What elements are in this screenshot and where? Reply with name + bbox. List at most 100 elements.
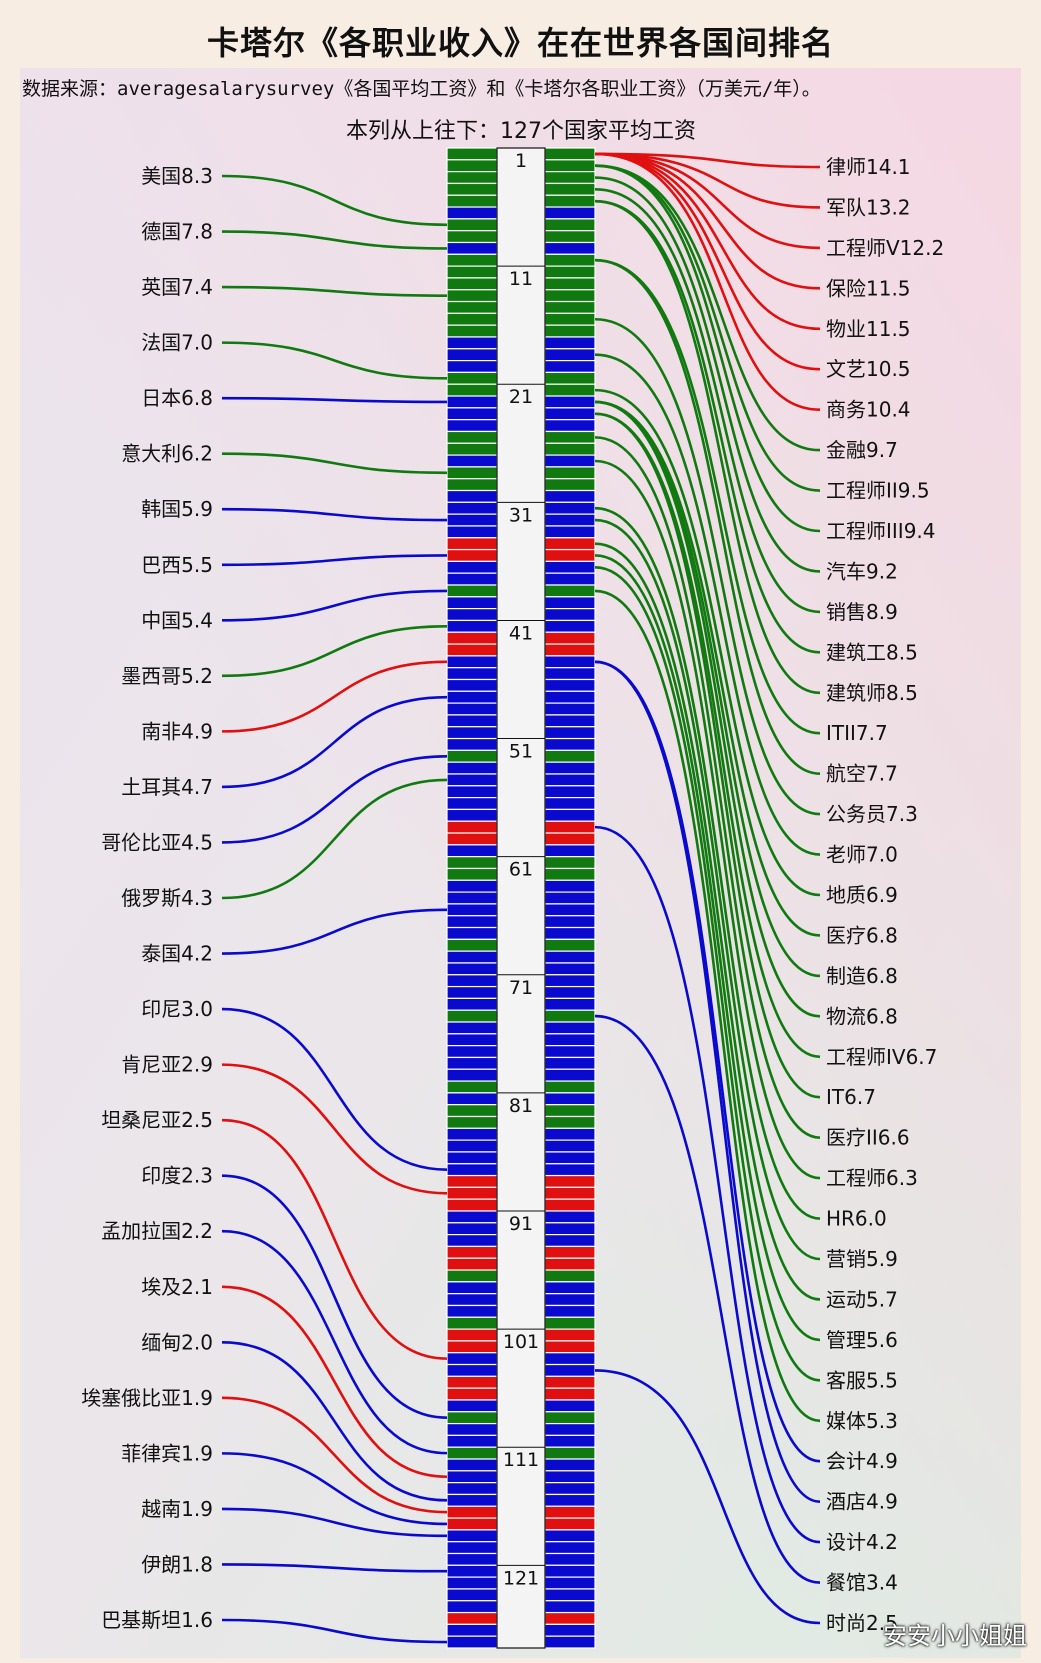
country-label: 埃及2.1	[141, 1275, 213, 1299]
stripe-left-6	[446, 206, 498, 220]
occupation-label: 军队13.2	[826, 195, 911, 219]
stripe-right-47	[544, 690, 596, 704]
occupation-label: 媒体5.3	[826, 1409, 898, 1433]
stripe-right-70	[544, 962, 596, 976]
stripe-right-38	[544, 584, 596, 598]
stripe-left-33	[446, 525, 498, 539]
occupation-curve	[594, 176, 821, 573]
occupation-curve	[594, 152, 821, 169]
stripe-left-14	[446, 300, 498, 314]
rank-tick-label: 101	[503, 1331, 539, 1353]
stripe-right-34	[544, 537, 596, 551]
country-curve	[221, 285, 448, 297]
occupation-label: 工程师IV6.7	[826, 1045, 937, 1069]
stripe-right-39	[544, 596, 596, 610]
stripe-left-78	[446, 1056, 498, 1070]
stripe-right-119	[544, 1541, 596, 1555]
rank-stripes-right	[544, 147, 596, 1649]
stripe-right-57	[544, 808, 596, 822]
rank-column	[496, 147, 546, 1649]
stripe-right-127	[544, 1635, 596, 1649]
country-label: 巴西5.5	[141, 553, 213, 577]
stripe-right-63	[544, 879, 596, 893]
stripe-left-80	[446, 1080, 498, 1094]
stripe-right-33	[544, 525, 596, 539]
stripe-left-98	[446, 1293, 498, 1307]
stripe-left-5	[446, 194, 498, 208]
stripe-left-30	[446, 489, 498, 503]
stripe-left-101	[446, 1328, 498, 1342]
country-label: 意大利6.2	[121, 442, 213, 466]
stripe-left-81	[446, 1092, 498, 1106]
occupation-curve	[594, 1014, 821, 1584]
stripe-left-20	[446, 371, 498, 385]
stripe-left-87	[446, 1163, 498, 1177]
country-curve	[221, 1507, 448, 1538]
stripe-right-103	[544, 1352, 596, 1366]
stripe-left-115	[446, 1493, 498, 1507]
stripe-left-66	[446, 915, 498, 929]
stripe-left-97	[446, 1281, 498, 1295]
stripe-left-106	[446, 1387, 498, 1401]
occupation-curve	[594, 152, 821, 290]
stripe-left-54	[446, 773, 498, 787]
country-label: 印尼3.0	[141, 997, 213, 1021]
stripe-right-17	[544, 336, 596, 350]
occupation-label: 律师14.1	[826, 155, 911, 179]
stripe-right-16	[544, 324, 596, 338]
stripe-left-92	[446, 1222, 498, 1236]
stripe-right-27	[544, 454, 596, 468]
stripe-left-89	[446, 1186, 498, 1200]
stripe-left-49	[446, 714, 498, 728]
occupation-curve	[594, 825, 821, 1544]
stripe-left-18	[446, 348, 498, 362]
occupation-label: 销售8.9	[826, 600, 898, 624]
stripe-right-116	[544, 1505, 596, 1519]
occupation-label: 物业11.5	[826, 317, 911, 341]
stripe-left-69	[446, 950, 498, 964]
country-curve	[221, 778, 448, 900]
country-curve	[221, 1285, 448, 1479]
stripe-right-26	[544, 442, 596, 456]
stripe-right-15	[544, 312, 596, 326]
occupation-curve	[594, 518, 821, 1261]
stripe-right-43	[544, 643, 596, 657]
stripe-right-95	[544, 1257, 596, 1271]
stripe-left-24	[446, 419, 498, 433]
country-curve	[221, 396, 448, 404]
stripe-left-42	[446, 631, 498, 645]
stripe-left-75	[446, 1021, 498, 1035]
stripe-right-97	[544, 1281, 596, 1295]
stripe-right-109	[544, 1422, 596, 1437]
country-curve	[221, 754, 448, 844]
occupation-label: 物流6.8	[826, 1004, 898, 1028]
occupation-label: 建筑工8.5	[826, 640, 918, 664]
country-label: 埃塞俄比亚1.9	[81, 1386, 213, 1410]
stripe-left-124	[446, 1600, 498, 1614]
occupation-label: 文艺10.5	[826, 357, 911, 381]
stripe-left-27	[446, 454, 498, 468]
country-curve	[221, 1563, 448, 1573]
rank-tick-label: 81	[509, 1095, 533, 1117]
stripe-left-56	[446, 797, 498, 811]
stripe-right-61	[544, 856, 596, 870]
stripe-left-100	[446, 1316, 498, 1330]
occupation-label: 医疗6.8	[826, 923, 898, 947]
stripe-right-31	[544, 501, 596, 515]
country-label: 德国7.8	[141, 220, 213, 244]
country-curve	[221, 1618, 448, 1644]
stripe-right-101	[544, 1328, 596, 1342]
stripe-left-121	[446, 1564, 498, 1578]
stripe-left-74	[446, 1009, 498, 1023]
stripe-right-54	[544, 773, 596, 787]
stripe-left-70	[446, 962, 498, 976]
occupation-labels: 律师14.1军队13.2工程师V12.2保险11.5物业11.5文艺10.5商务…	[826, 155, 944, 1635]
country-label: 菲律宾1.9	[121, 1441, 213, 1465]
stripe-right-46	[544, 678, 596, 692]
occupation-curve	[594, 436, 821, 1139]
stripe-left-2	[446, 159, 498, 173]
stripe-right-104	[544, 1363, 596, 1377]
stripe-right-68	[544, 938, 596, 952]
stripe-right-78	[544, 1056, 596, 1070]
stripe-right-102	[544, 1340, 596, 1354]
